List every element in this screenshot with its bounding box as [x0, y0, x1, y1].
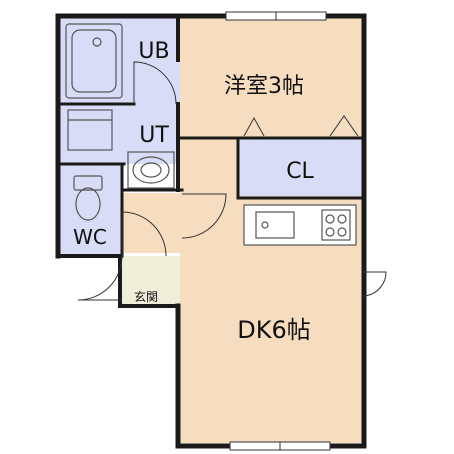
unit-bath-floor [60, 18, 180, 104]
closet-doors [243, 115, 359, 137]
utility-label: UT [139, 123, 169, 148]
western-room-label: 洋室3帖 [224, 74, 304, 99]
toilet-floor [60, 164, 122, 256]
closet-label: CL [286, 159, 314, 184]
unit-bath-label: UB [138, 39, 169, 64]
entrance-label: 玄関 [134, 289, 158, 304]
toilet-label: WC [73, 225, 107, 249]
kitchen-counter-icon [243, 204, 357, 246]
bathtub-icon [65, 23, 123, 99]
washer-icon [67, 109, 113, 151]
closet-floor [240, 138, 362, 196]
utility-floor [60, 104, 180, 164]
windows [225, 11, 331, 451]
entrance-floor [120, 256, 180, 306]
washbasin-icon [127, 151, 175, 189]
toilet-icon [73, 175, 103, 221]
western-room-floor [180, 18, 362, 138]
doors [77, 61, 387, 301]
dining-kitchen-label: DK6帖 [237, 316, 311, 344]
